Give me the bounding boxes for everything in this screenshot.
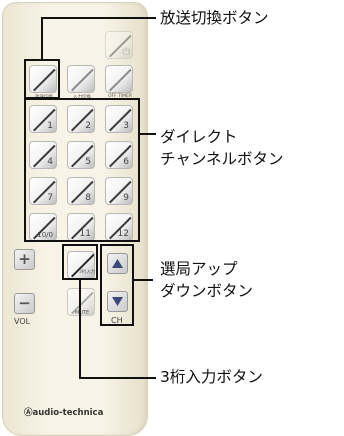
highlight-three-digit bbox=[62, 244, 98, 280]
highlight-broadcast bbox=[24, 59, 60, 99]
label-three-digit: 3桁入力ボタン bbox=[160, 368, 263, 386]
power-button[interactable]: ⏻ bbox=[105, 31, 133, 59]
number-button-4[interactable]: 4 bbox=[29, 141, 57, 169]
number-label: 1 bbox=[47, 121, 53, 131]
volume-down-button[interactable]: − bbox=[14, 293, 35, 314]
label-broadcast-switch: 放送切換ボタン bbox=[160, 9, 269, 27]
highlight-channel bbox=[100, 244, 134, 326]
channel-up-button[interactable] bbox=[107, 253, 128, 274]
input-switch-button[interactable] bbox=[67, 65, 95, 93]
channel-down-button[interactable] bbox=[107, 291, 128, 312]
number-label: 10/0 bbox=[37, 231, 53, 239]
three-digit-input-label: 3桁入力 bbox=[79, 270, 96, 275]
number-label: 2 bbox=[85, 121, 91, 131]
mute-button[interactable] bbox=[67, 288, 95, 316]
three-digit-input-button[interactable] bbox=[67, 251, 95, 279]
brand-name: audio-technica bbox=[32, 408, 104, 418]
off-timer-label: OFF TIMER bbox=[107, 94, 133, 99]
power-icon: ⏻ bbox=[122, 47, 130, 58]
input-switch-label: 入力切換 bbox=[73, 95, 91, 100]
number-label: 6 bbox=[123, 157, 129, 167]
leader-broadcast-vertical bbox=[41, 17, 43, 60]
number-button-2[interactable]: 2 bbox=[67, 105, 95, 133]
number-button-7[interactable]: 7 bbox=[29, 177, 57, 205]
number-button-1[interactable]: 1 bbox=[29, 105, 57, 133]
label-direct-channel-line2: チャンネルボタン bbox=[160, 150, 284, 168]
number-label: 12 bbox=[117, 229, 129, 239]
ch-label: CH bbox=[111, 316, 123, 325]
vol-label: VOL bbox=[14, 317, 31, 326]
mute-label: MUTE bbox=[75, 310, 90, 316]
leader-channel-select bbox=[133, 279, 153, 281]
brand-mark: Ⓐ bbox=[24, 408, 33, 418]
number-button-9[interactable]: 9 bbox=[105, 177, 133, 205]
leader-broadcast-horizontal bbox=[41, 17, 156, 19]
leader-direct-channel bbox=[139, 133, 156, 135]
number-label: 9 bbox=[123, 193, 129, 203]
broadcast-switch-button[interactable] bbox=[29, 65, 57, 93]
number-label: 5 bbox=[85, 157, 91, 167]
number-button-11[interactable]: 11 bbox=[67, 213, 95, 241]
label-channel-select-line1: 選局アップ bbox=[160, 260, 238, 278]
label-direct-channel-line1: ダイレクト bbox=[160, 128, 238, 146]
brand-logo: Ⓐaudio-technica bbox=[24, 406, 103, 418]
number-button-5[interactable]: 5 bbox=[67, 141, 95, 169]
label-channel-select-line2: ダウンボタン bbox=[160, 282, 254, 300]
up-triangle-icon bbox=[112, 259, 123, 268]
number-label: 8 bbox=[85, 193, 91, 203]
number-button-8[interactable]: 8 bbox=[67, 177, 95, 205]
off-timer-button[interactable] bbox=[105, 65, 133, 93]
number-label: 11 bbox=[79, 229, 91, 239]
number-label: 3 bbox=[123, 121, 129, 131]
number-button-3[interactable]: 3 bbox=[105, 105, 133, 133]
number-label: 7 bbox=[47, 193, 53, 203]
volume-up-button[interactable]: + bbox=[14, 249, 35, 270]
number-button-12[interactable]: 12 bbox=[105, 213, 133, 241]
leader-three-digit-horizontal bbox=[79, 377, 156, 379]
remote-control: ⏻ 放送切換 入力切換 OFF TIMER 1 2 3 4 5 6 7 8 9 … bbox=[2, 2, 148, 436]
highlight-number-pad bbox=[24, 98, 140, 242]
number-button-6[interactable]: 6 bbox=[105, 141, 133, 169]
down-triangle-icon bbox=[112, 297, 123, 306]
leader-three-digit-vertical bbox=[79, 279, 81, 378]
number-label: 4 bbox=[47, 157, 53, 167]
